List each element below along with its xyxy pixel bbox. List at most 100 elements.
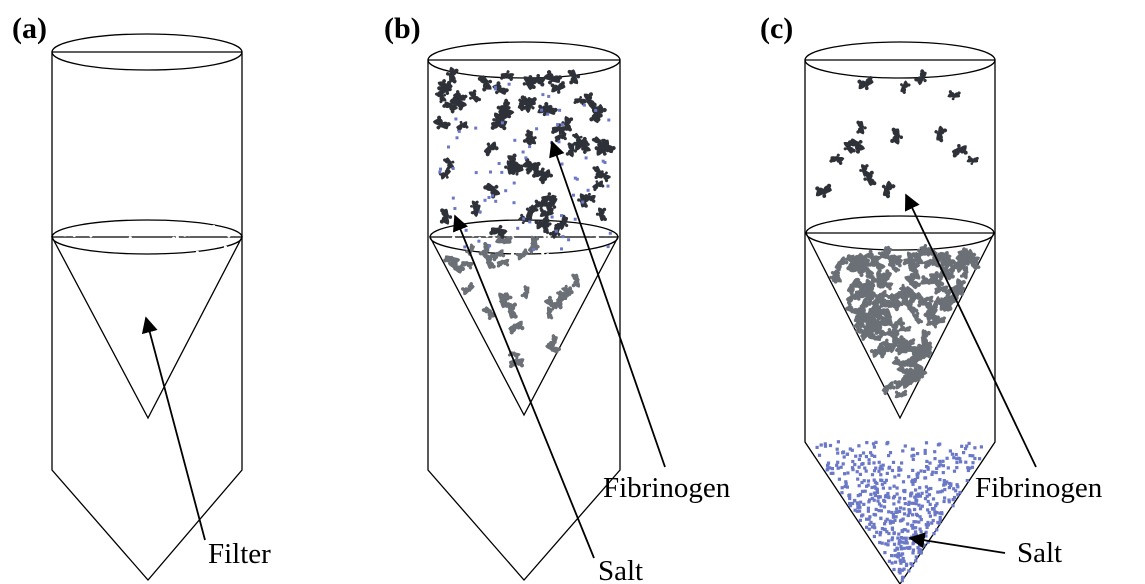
salt-particle-icon	[881, 486, 885, 490]
salt-particle-icon	[927, 511, 931, 515]
salt-particle-icon	[964, 460, 968, 464]
filter-pore-icon	[509, 261, 513, 265]
salt-particle-icon	[893, 554, 897, 558]
salt-particle-icon	[843, 472, 847, 476]
fibrinogen-molecule-icon	[894, 389, 908, 399]
salt-particle-icon	[560, 214, 563, 218]
salt-particle-icon	[902, 512, 907, 516]
filter-pore-icon	[530, 286, 534, 290]
salt-particle-icon	[921, 535, 925, 539]
salt-particle-icon	[867, 461, 871, 465]
salt-particle-icon	[911, 551, 915, 555]
salt-particle-icon	[882, 505, 887, 509]
salt-particle-icon	[920, 491, 924, 495]
salt-particle-icon	[879, 473, 883, 477]
salt-particle-icon	[884, 542, 888, 546]
salt-particle-icon	[487, 196, 491, 199]
filter-pore-icon	[510, 252, 515, 256]
filter-pore-icon	[147, 262, 151, 266]
filter-pore-icon	[541, 295, 546, 299]
filter-pore-icon	[173, 255, 177, 260]
salt-particle-icon	[882, 527, 886, 532]
salt-particle-icon	[896, 547, 900, 551]
filter-pore-icon	[150, 358, 154, 362]
salt-particle-icon	[911, 523, 915, 527]
fibrinogen-molecule-icon	[550, 80, 567, 95]
salt-particle-icon	[873, 494, 877, 498]
salt-particle-icon	[573, 217, 577, 221]
filter-pore-icon	[144, 360, 148, 364]
filter-pore-icon	[489, 298, 493, 302]
salt-particle-icon	[925, 490, 929, 494]
filter-pore-icon	[523, 263, 527, 267]
salt-particle-icon	[914, 488, 918, 492]
salt-particle-icon	[904, 536, 908, 540]
salt-particle-icon	[919, 518, 923, 522]
salt-particle-icon	[919, 550, 923, 554]
salt-particle-icon	[897, 553, 901, 557]
fibrinogen-molecule-icon	[454, 119, 470, 133]
filter-pore-icon	[122, 339, 126, 343]
filter-pore-icon	[111, 321, 115, 325]
filter-pore-icon	[546, 253, 550, 257]
filter-pore-icon	[131, 375, 135, 379]
salt-particle-icon	[932, 532, 936, 536]
salt-particle-icon	[916, 452, 920, 456]
salt-particle-icon	[901, 480, 906, 484]
filter-pore-icon	[529, 382, 533, 386]
filter-pore-icon	[502, 281, 506, 285]
filter-pore-icon	[191, 312, 195, 316]
salt-particle-icon	[890, 554, 894, 558]
salt-particle-icon	[558, 108, 562, 112]
salt-particle-icon	[941, 459, 945, 463]
salt-particle-icon	[500, 121, 504, 125]
filter-pore-icon	[83, 252, 87, 256]
salt-particle-icon	[978, 457, 982, 461]
salt-particle-icon	[914, 520, 918, 524]
salt-particle-icon	[855, 470, 859, 474]
salt-particle-icon	[937, 521, 941, 525]
filter-pore-icon	[520, 307, 524, 311]
filter-pore-icon	[547, 235, 551, 239]
salt-particle-icon	[828, 466, 832, 470]
salt-particle-icon	[886, 543, 890, 547]
filter-pore-icon	[101, 265, 105, 269]
filter-pore-icon	[180, 275, 184, 279]
salt-particle-icon	[894, 510, 898, 514]
salt-particle-icon	[955, 457, 959, 461]
filter-pore-icon	[540, 301, 544, 306]
salt-particle-icon	[582, 103, 586, 107]
filter-pore-icon	[121, 342, 125, 346]
salt-particle-icon	[951, 498, 955, 502]
salt-particle-icon	[870, 453, 874, 457]
salt-particle-icon	[908, 509, 912, 513]
salt-particle-icon	[528, 145, 532, 149]
salt-particle-icon	[933, 510, 937, 514]
filter-pore-icon	[519, 271, 523, 275]
filter-pore-icon	[179, 242, 183, 246]
filter-pore-icon	[159, 239, 163, 243]
salt-particle-icon	[971, 461, 975, 465]
salt-particle-icon	[830, 467, 834, 471]
salt-particle-icon	[926, 508, 930, 512]
salt-particle-icon	[939, 463, 943, 467]
salt-particle-icon	[880, 482, 884, 486]
filter-pore-icon	[124, 327, 128, 331]
salt-particle-icon	[915, 475, 919, 480]
salt-particle-icon	[483, 198, 487, 202]
salt-particle-icon	[891, 496, 896, 500]
salt-particle-icon	[893, 548, 897, 552]
filter-pore-icon	[137, 392, 141, 396]
filter-pore-icon	[153, 249, 157, 253]
filter-pore-icon	[146, 387, 150, 391]
salt-particle-icon	[557, 140, 561, 144]
salt-particle-icon	[463, 245, 467, 249]
filter-pore-icon	[149, 391, 153, 395]
salt-particle-icon	[918, 486, 922, 490]
fibrinogen-molecule-icon	[519, 284, 533, 300]
salt-particle-icon	[899, 544, 903, 549]
salt-particle-icon	[911, 513, 915, 517]
filter-pore-icon	[195, 250, 199, 254]
salt-particle-icon	[918, 507, 923, 511]
salt-particle-icon	[873, 454, 877, 458]
